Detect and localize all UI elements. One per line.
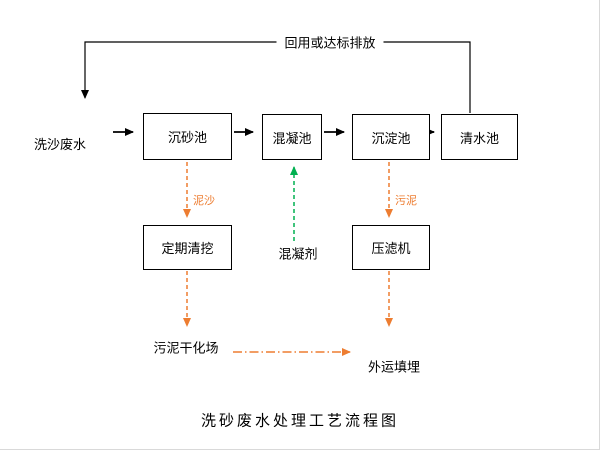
influent-label: 洗沙废水 [34, 137, 87, 152]
box-sedimentation-tank: 沉淀池 [352, 114, 430, 160]
box-clear-water-tank-label: 清水池 [459, 130, 499, 146]
box-coagulation-tank: 混凝池 [262, 114, 322, 160]
box-periodic-dredging: 定期清挖 [143, 225, 232, 270]
box-sedimentation-tank-label: 沉淀池 [371, 130, 411, 146]
box-filter-press-label: 压滤机 [371, 241, 411, 256]
sediment-flow-label: 泥沙 [193, 195, 215, 207]
box-grit-chamber: 沉砂池 [143, 113, 232, 160]
sludge-drying-field-label: 污泥干化场 [153, 340, 219, 356]
coagulant-label: 混凝剂 [278, 246, 318, 262]
feedback-label: 回用或达标排放 [276, 32, 384, 52]
box-coagulation-tank-label: 混凝池 [272, 130, 312, 146]
feedback-reuse-line [81, 41, 471, 113]
sludge-flow-label: 污泥 [395, 195, 417, 207]
box-clear-water-tank: 清水池 [441, 114, 518, 160]
diagram-title: 洗砂废水处理工艺流程图 [200, 412, 400, 430]
box-grit-chamber-label: 沉砂池 [167, 130, 207, 145]
box-filter-press: 压滤机 [352, 225, 430, 270]
outbound-landfill-label: 外运填埋 [367, 359, 421, 375]
box-periodic-dredging-label: 定期清挖 [161, 241, 214, 256]
